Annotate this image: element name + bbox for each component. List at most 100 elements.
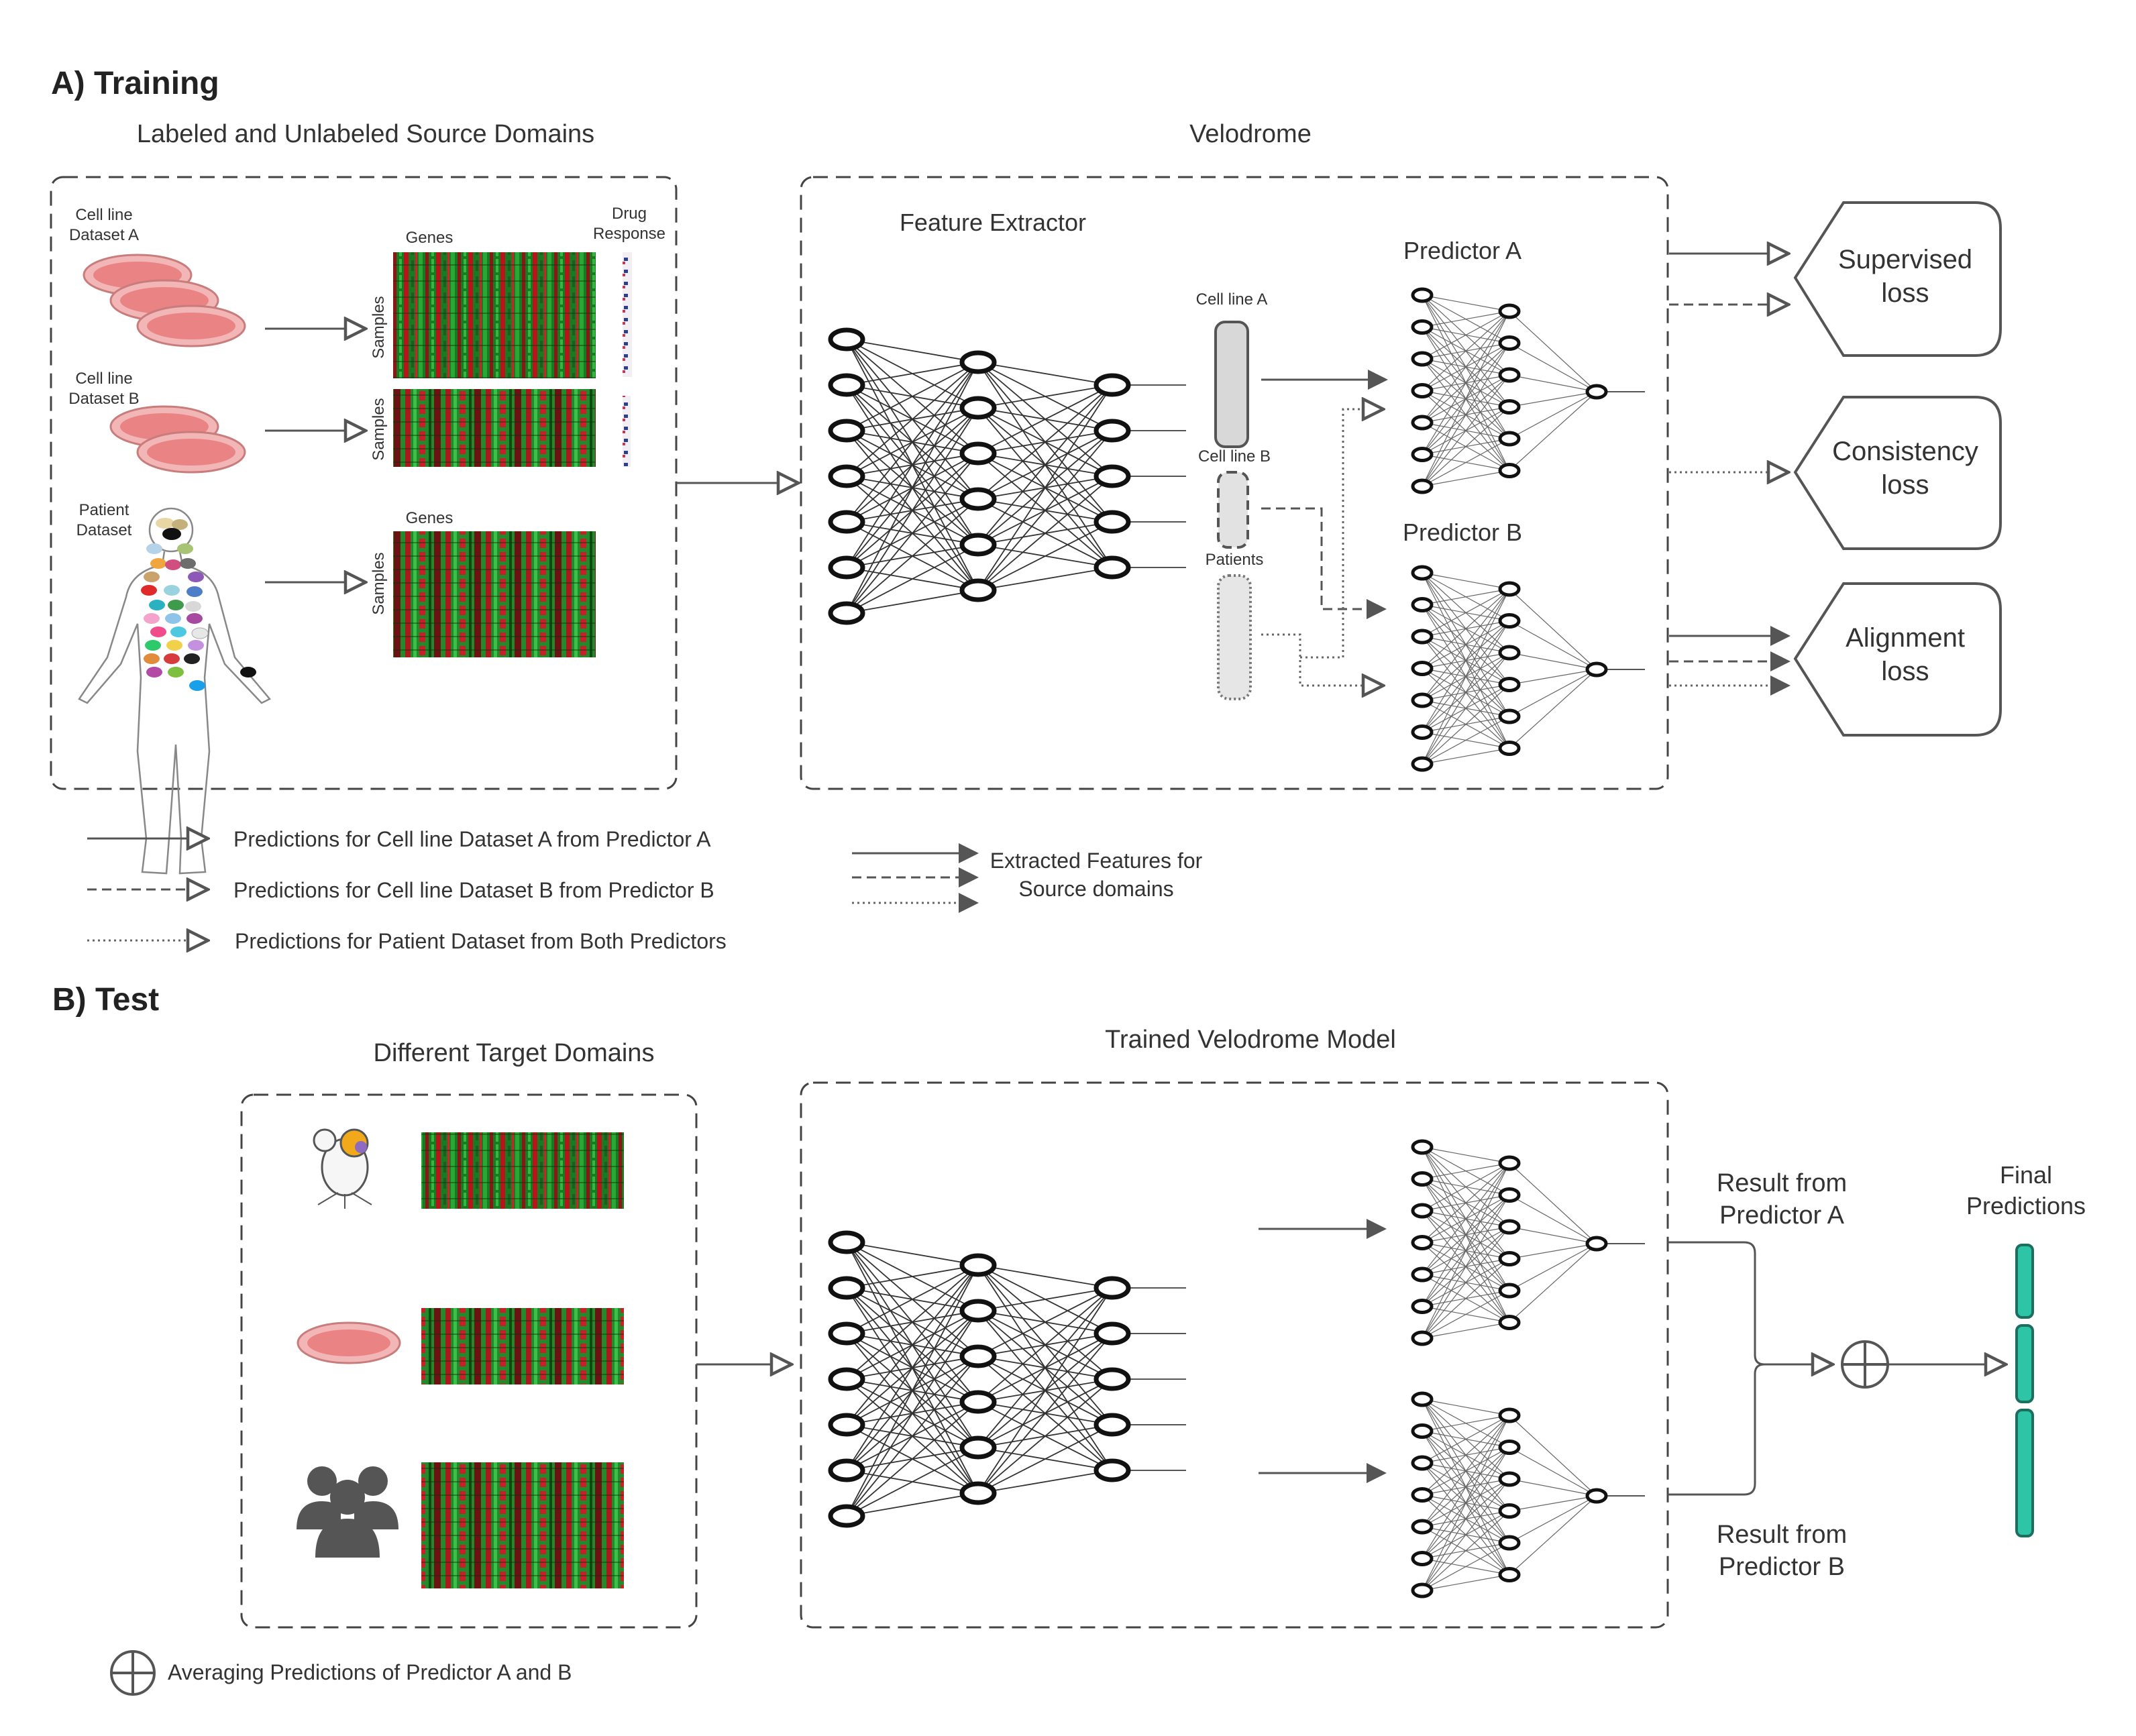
network-edge: [1509, 620, 1597, 670]
feature-cell-line-b-label: Cell line B: [1198, 447, 1271, 466]
network-node: [828, 419, 865, 443]
network-edge: [1422, 1415, 1510, 1527]
network-edge: [1422, 1146, 1510, 1164]
network-node: [1411, 415, 1434, 431]
feature-bar-cell-line-b: [1217, 471, 1249, 549]
network-edge: [1422, 1162, 1510, 1307]
network-node: [1411, 1423, 1434, 1439]
organ-markers: [141, 518, 256, 691]
trained-model-title: Trained Velodrome Model: [1105, 1026, 1396, 1054]
section-b-title: B) Test: [52, 982, 159, 1018]
network-node: [1093, 419, 1131, 443]
network-edge: [1422, 588, 1510, 637]
final-prediction-bar-3: [2015, 1409, 2034, 1537]
network-node: [1585, 661, 1608, 677]
patient-label-2: Dataset: [76, 521, 132, 539]
network-node: [1498, 708, 1521, 724]
network-edge: [1422, 684, 1510, 765]
network-edge: [1422, 311, 1510, 360]
feature-bar-cell-line-a: [1214, 321, 1249, 448]
network-edge: [1509, 1495, 1597, 1575]
network-node: [828, 510, 865, 534]
legend-training: Predictions for Cell line Dataset A from…: [87, 827, 1203, 953]
network-node: [1498, 645, 1521, 661]
feature-patients-label: Patients: [1206, 551, 1264, 569]
network-node: [1498, 1503, 1521, 1519]
network-edge: [1422, 1511, 1510, 1591]
petri-dish-icon: [297, 1321, 401, 1364]
target-domains-box: [240, 1093, 698, 1629]
network-node: [1498, 335, 1521, 351]
network-node: [959, 350, 997, 374]
network-node: [1411, 447, 1434, 462]
network-node: [1411, 319, 1434, 335]
network-edge: [846, 498, 979, 614]
network-edge: [1422, 1415, 1510, 1432]
velodrome-box: [800, 176, 1669, 790]
network-edge: [977, 384, 1113, 500]
network-node: [1411, 351, 1434, 367]
network-node: [959, 1344, 997, 1368]
network-edge: [1422, 572, 1510, 590]
network-edge: [846, 1264, 979, 1334]
network-node: [959, 1299, 997, 1323]
alignment-loss-label-2: loss: [1881, 657, 1929, 686]
network-edge: [846, 1264, 979, 1425]
cell-line-b-label-2: Dataset B: [68, 390, 139, 408]
legend-dotted-text: Predictions for Patient Dataset from Bot…: [235, 929, 727, 953]
velodrome-title: Velodrome: [1189, 120, 1312, 148]
network-node: [1093, 373, 1131, 397]
network-node: [1411, 1582, 1434, 1598]
network-edge: [977, 1333, 1113, 1494]
arrow-patients-to-predictor-a: [1300, 409, 1383, 659]
section-a-title: A) Training: [51, 66, 219, 101]
network-edge: [1509, 669, 1597, 717]
network-node: [1411, 1171, 1434, 1187]
network-edge: [1422, 1415, 1510, 1495]
network-node: [828, 555, 865, 580]
network-edge: [1509, 1162, 1597, 1244]
result-a-label-1: Result from: [1717, 1169, 1847, 1197]
network-node: [1498, 1471, 1521, 1487]
network-node: [828, 1367, 865, 1391]
samples-label-patient: Samples: [370, 552, 388, 614]
network-edge: [1422, 1478, 1510, 1591]
network-node: [959, 578, 997, 602]
network-edge: [977, 384, 1113, 454]
network-node: [1498, 1535, 1521, 1551]
cell-line-a-label-1: Cell line: [75, 206, 132, 224]
network-node: [1093, 555, 1131, 580]
network-node: [1411, 1330, 1434, 1346]
network-edge: [846, 362, 979, 568]
network-edge: [1422, 311, 1510, 391]
drug-response-bar-a: [623, 252, 632, 377]
network-edge: [1509, 669, 1597, 686]
network-node: [1498, 399, 1521, 415]
network-node: [1498, 1440, 1521, 1455]
network-edge: [846, 362, 979, 614]
patient-label-1: Patient: [79, 501, 129, 519]
network-node: [828, 1413, 865, 1437]
trained-feature-extractor-network: [828, 1230, 1186, 1528]
feature-cell-line-a-label: Cell line A: [1196, 290, 1268, 309]
network-edge: [1509, 1226, 1597, 1244]
network-edge: [1509, 1478, 1597, 1497]
network-node: [1411, 756, 1434, 772]
network-edge: [1422, 374, 1510, 487]
supervised-loss-label-2: loss: [1881, 278, 1929, 308]
people-group-icon: [297, 1466, 398, 1558]
network-edge: [977, 1424, 1113, 1494]
network-edge: [1422, 1162, 1510, 1243]
network-edge: [1422, 1415, 1510, 1464]
network-edge: [1422, 406, 1510, 487]
network-node: [959, 533, 997, 557]
consistency-loss-label-1: Consistency: [1832, 437, 1978, 466]
network-edge: [846, 1356, 979, 1517]
network-edge: [846, 362, 979, 477]
network-node: [1498, 1407, 1521, 1423]
network-edge: [1422, 716, 1510, 765]
network-edge: [1509, 1446, 1597, 1497]
network-edge: [1422, 1415, 1510, 1559]
network-node: [1411, 692, 1434, 708]
cell-line-b-label-1: Cell line: [75, 370, 132, 388]
